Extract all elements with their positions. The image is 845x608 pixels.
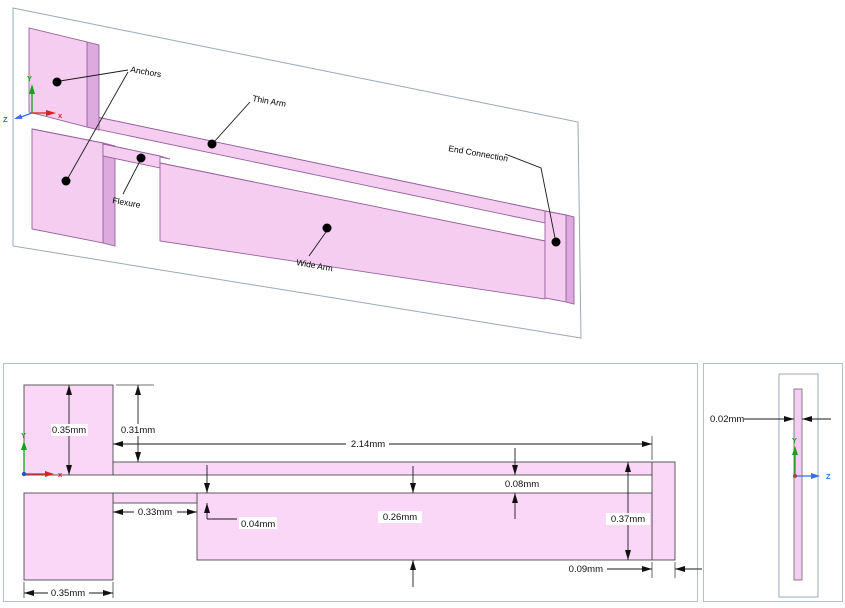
callout-dot-end-connection: [551, 237, 561, 247]
dim-anchor-height: 0.35mm: [51, 385, 88, 475]
dim-arm-length: 2.14mm: [113, 436, 653, 460]
lower-anchor-3d: [31, 128, 116, 247]
label-thin-arm: Thin Arm: [252, 93, 287, 109]
dim-anchor-width: 0.35mm: [23, 582, 114, 599]
svg-text:0.09mm: 0.09mm: [569, 564, 603, 575]
dim-arm-gap: 0.08mm: [500, 448, 544, 519]
reference-plane: [12, 7, 582, 339]
iso-axis-x-label: x: [58, 111, 63, 120]
side-view-panel: [703, 363, 843, 602]
plan-view: 0.35mm 0.31mm 2.14mm 0.08mm 0.33mm: [3, 363, 702, 602]
plan-axis-triad: Y x: [21, 431, 63, 479]
iso-view: Y x Z Anchors Thin Arm Flexure Wide Arm …: [3, 7, 582, 339]
iso-axis-triad: Y x Z: [3, 74, 63, 124]
upper-anchor-front-face: [28, 27, 88, 128]
callout-dot-flexure: [136, 153, 146, 163]
dim-wide-arm-width: 0.26mm: [378, 466, 422, 587]
svg-text:0.26mm: 0.26mm: [383, 512, 417, 523]
callout-dot-anchor-lower: [61, 176, 71, 186]
dim-thickness: 0.02mm: [708, 413, 831, 425]
dim-overall-arm-width: 0.37mm: [606, 462, 650, 560]
side-axis-z-label: Z: [826, 472, 831, 481]
svg-text:0.31mm: 0.31mm: [121, 425, 155, 436]
dim-end-connection-width: 0.09mm: [566, 562, 702, 578]
svg-text:0.33mm: 0.33mm: [138, 507, 172, 518]
side-axis-y-label: Y: [792, 436, 797, 445]
plan-thin-arm: [112, 461, 653, 476]
svg-text:0.08mm: 0.08mm: [505, 479, 539, 490]
dim-flexure-length: 0.33mm: [113, 506, 197, 518]
svg-text:0.37mm: 0.37mm: [611, 514, 645, 525]
plan-view-panel: [3, 363, 698, 602]
side-axis-triad: Y Z: [792, 436, 831, 481]
wide-arm-front-face: [159, 162, 546, 300]
lower-anchor-front-face: [31, 128, 104, 244]
iso-axis-y-label: Y: [27, 74, 32, 83]
label-anchors: Anchors: [130, 64, 162, 79]
svg-text:0.04mm: 0.04mm: [241, 519, 275, 530]
callout-dot-wide-arm: [322, 223, 332, 233]
dim-thin-arm-offset: 0.31mm: [116, 384, 157, 462]
side-part-strip: [793, 388, 803, 581]
label-flexure: Flexure: [112, 195, 142, 210]
end-connection-side-face: [565, 214, 575, 305]
callout-dot-anchor-upper: [52, 77, 62, 87]
plan-axis-x-label: x: [58, 470, 63, 479]
svg-text:0.35mm: 0.35mm: [52, 425, 86, 436]
svg-text:0.02mm: 0.02mm: [710, 414, 744, 425]
plan-flexure: [112, 492, 198, 504]
end-connection-front-face: [544, 210, 567, 303]
label-end-connection: End Connection: [448, 143, 510, 163]
upper-anchor-side-face: [86, 41, 100, 131]
dim-flexure-width: 0.04mm: [204, 465, 277, 530]
upper-anchor-3d: [28, 27, 100, 131]
plan-end-connection: [651, 461, 676, 561]
iso-axis-z-label: Z: [3, 115, 8, 124]
svg-text:0.35mm: 0.35mm: [51, 588, 85, 599]
end-connection-3d: [544, 210, 575, 305]
side-view: 0.02mm Y Z: [703, 363, 843, 602]
plan-lower-anchor: [23, 492, 114, 581]
plan-axis-y-label: Y: [21, 431, 26, 440]
svg-text:2.14mm: 2.14mm: [351, 439, 385, 450]
callout-dot-thin-arm: [207, 139, 217, 149]
side-reference-plane: [778, 373, 819, 598]
